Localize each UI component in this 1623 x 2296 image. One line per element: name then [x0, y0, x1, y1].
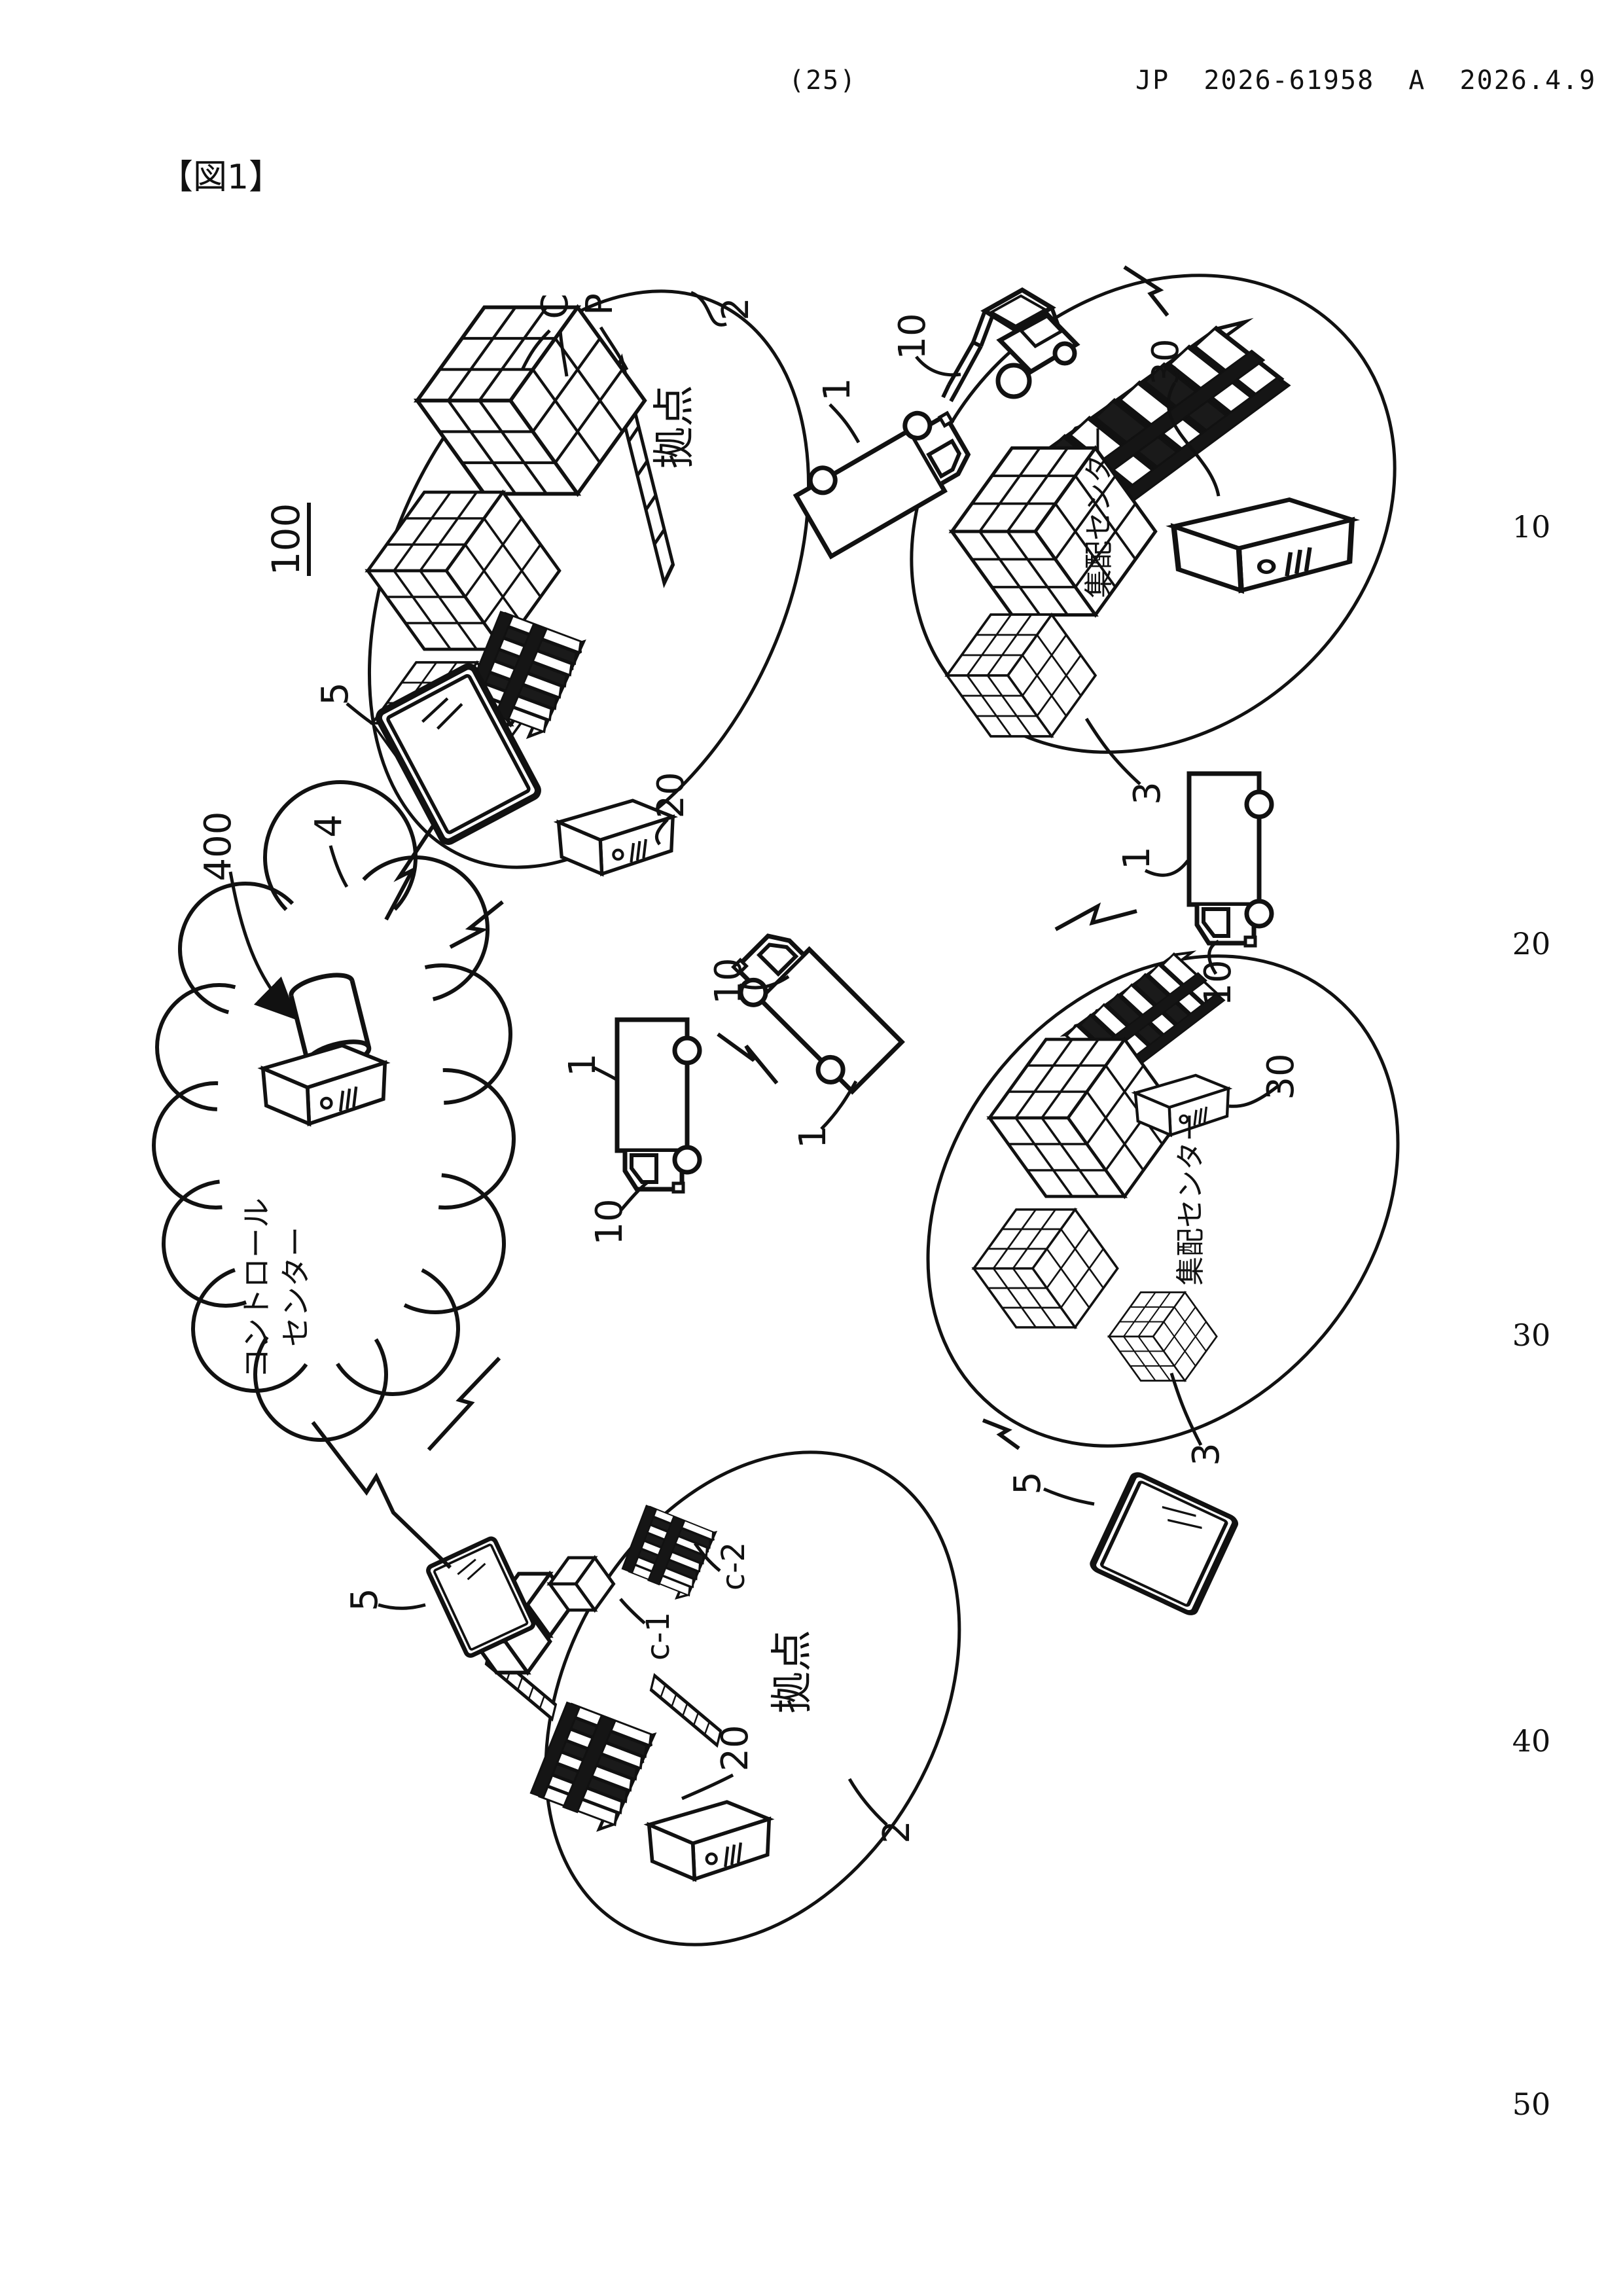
cargo-stack-icon	[613, 1496, 722, 1604]
base-top-ellipse	[368, 289, 810, 869]
rack-icon	[522, 1692, 661, 1835]
base-server-ref: 20	[650, 772, 692, 818]
pallet-ref: P	[579, 293, 621, 315]
onboard-ref: 10	[1197, 960, 1240, 1006]
margin-line-20: 20	[1512, 926, 1551, 961]
network-ref: 4	[308, 814, 350, 838]
margin-line-30: 30	[1512, 1318, 1551, 1353]
center-ref: 3	[1126, 781, 1169, 805]
page-number: (25)	[789, 65, 857, 96]
base-top-label: 拠点	[651, 385, 699, 469]
control-center-name-line1: コントロール	[239, 1198, 274, 1378]
margin-line-10: 10	[1512, 509, 1551, 545]
tablet-ref: 5	[314, 682, 357, 706]
tablet-icon	[1091, 1473, 1237, 1615]
center-right-ellipse	[926, 954, 1400, 1448]
margin-line-50: 50	[1512, 2087, 1551, 2122]
center-server-icon	[1174, 499, 1352, 590]
base-server-icon	[649, 1802, 770, 1879]
box-stack-icon	[1108, 1291, 1218, 1382]
forklift-icon	[941, 287, 1080, 403]
figure-caption: 【図1】	[159, 158, 283, 197]
center-topright-cluster	[941, 287, 1352, 738]
truck-icon	[1189, 774, 1272, 946]
tablet-ref: 5	[1007, 1471, 1049, 1495]
box-stack-icon	[418, 308, 645, 494]
center-label: 集配センター	[1082, 425, 1116, 598]
onboard-ref: 10	[891, 313, 934, 359]
onboard-ref: 10	[707, 958, 750, 1004]
publication-number: JP 2026-61958 A 2026.4.9	[1135, 65, 1597, 96]
reference-labels: 100 400 4 5 C P 2 拠点 1 10 30 集配センター 3	[197, 291, 1302, 1844]
truck-ref: 1	[1116, 846, 1158, 870]
truck-icon	[617, 1020, 700, 1192]
base-bottom-label: 拠点	[768, 1630, 817, 1713]
wireless-link-icon	[311, 265, 1169, 1570]
boxes-ref: C	[534, 293, 577, 319]
center-topright-ellipse	[910, 274, 1397, 754]
base-bottom-ref: 2	[876, 1820, 918, 1844]
cloud-ref: 400	[197, 812, 240, 882]
truck-icon	[722, 920, 902, 1100]
cargo1-ref: c-1	[640, 1612, 677, 1660]
truck-ref: 1	[816, 378, 859, 401]
center-ref: 3	[1185, 1443, 1228, 1466]
truck-ref: 1	[562, 1053, 604, 1077]
center-server-ref: 30	[1145, 338, 1187, 385]
base-server-ref: 20	[714, 1725, 757, 1771]
base-top-ref: 2	[715, 297, 757, 321]
center-label: 集配センター	[1174, 1113, 1207, 1285]
control-center-name-line2: センター	[278, 1227, 313, 1347]
box-stack-icon	[946, 613, 1097, 738]
margin-line-40: 40	[1512, 1723, 1551, 1759]
tablet-ref: 5	[344, 1588, 386, 1611]
truck-ref: 1	[792, 1125, 834, 1149]
system-ref: 100	[264, 503, 308, 576]
cargo2-ref: c-2	[715, 1542, 752, 1590]
box-stack-icon	[972, 1208, 1119, 1329]
